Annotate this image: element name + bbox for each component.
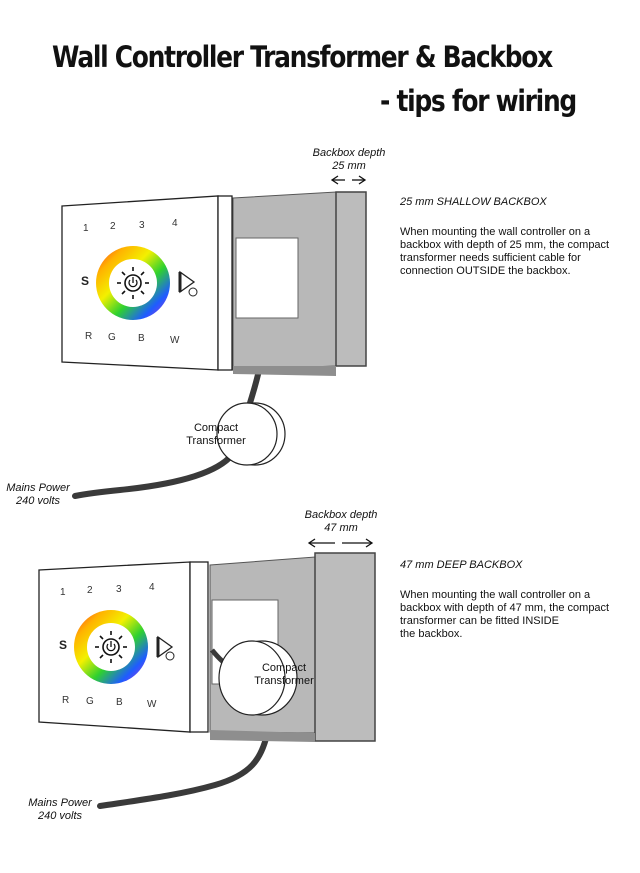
key-colour: B [116,697,123,708]
description-line: transformer can be fitted INSIDE [400,615,559,627]
description-line: connection OUTSIDE the backbox. [400,265,571,277]
title-line-2: - tips for wiring [380,84,577,118]
brightness-icon [117,267,149,299]
key-number: 1 [83,223,89,234]
mains-label-shallow: Mains Power 240 volts [0,482,76,508]
section-deep: 1 2 3 4 S R G B W [38,538,376,809]
depth-label-line2: 47 mm [324,522,358,534]
play-timer-icon [156,635,175,661]
depth-label-line1: Backbox depth [312,147,386,159]
mains-label-line2: 240 volts [37,810,83,822]
key-colour: B [138,333,145,344]
key-s: S [59,638,67,652]
key-colour: G [108,332,116,343]
transformer-label-line1: Compact [261,662,307,674]
power-icon [128,277,138,288]
mains-label-deep: Mains Power 240 volts [22,797,98,823]
key-number: 2 [110,221,116,232]
depth-label-shallow: Backbox depth 25 mm [304,147,394,173]
description-line: When mounting the wall controller on a [400,589,591,601]
mains-label-line1: Mains Power [6,482,70,494]
key-number: 2 [87,585,93,596]
key-s: S [81,274,89,288]
mains-cable [97,727,271,809]
transformer-label-line2: Transformer [186,435,246,447]
transformer-label-line2: Transformer [254,675,314,687]
description-shallow: When mounting the wall controller on a b… [400,226,630,278]
power-icon [106,641,116,652]
wall-controller-deep: 1 2 3 4 S R G B W [38,561,209,733]
mains-label-line2: 240 volts [15,495,61,507]
compact-transformer-outside [216,402,286,466]
key-colour: R [62,695,69,706]
mains-cable [72,452,235,499]
depth-arrow-deep [307,538,374,548]
key-colour: W [170,335,180,346]
compact-transformer-inside [218,640,298,716]
wall-controller-shallow: 1 2 3 4 S R G B W [61,195,233,371]
transformer-label-shallow: Compact Transformer [180,422,252,448]
transformer-label-deep: Compact Transformer [246,662,322,688]
depth-arrow-shallow [330,175,367,185]
mains-label-line1: Mains Power [28,797,92,809]
description-line: When mounting the wall controller on a [400,226,591,238]
key-colour: G [86,696,94,707]
key-number: 3 [139,220,145,231]
depth-label-line2: 25 mm [332,160,366,172]
section-shallow: 1 2 3 4 S R G B W [61,175,367,499]
backbox-shallow [232,191,367,376]
key-colour: W [147,699,157,710]
key-number: 3 [116,584,122,595]
description-deep: When mounting the wall controller on a b… [400,589,630,641]
description-line: backbox with depth of 25 mm, the compact [400,239,610,251]
key-number: 4 [172,218,178,229]
description-line: the backbox. [400,628,463,640]
description-line: backbox with depth of 47 mm, the compact [400,602,610,614]
play-timer-icon [178,270,198,297]
description-line: transformer needs sufficient cable for [400,252,581,264]
key-number: 4 [149,582,155,593]
title-line-1: Wall Controller Transformer & Backbox [52,40,553,74]
depth-label-deep: Backbox depth 47 mm [296,509,386,535]
brightness-icon [95,631,127,663]
key-number: 1 [60,587,66,598]
heading-shallow: 25 mm SHALLOW BACKBOX [400,196,547,208]
key-colour: R [85,331,92,342]
transformer-label-line1: Compact [193,422,239,434]
depth-label-line1: Backbox depth [304,509,378,521]
heading-deep: 47 mm DEEP BACKBOX [400,559,523,571]
